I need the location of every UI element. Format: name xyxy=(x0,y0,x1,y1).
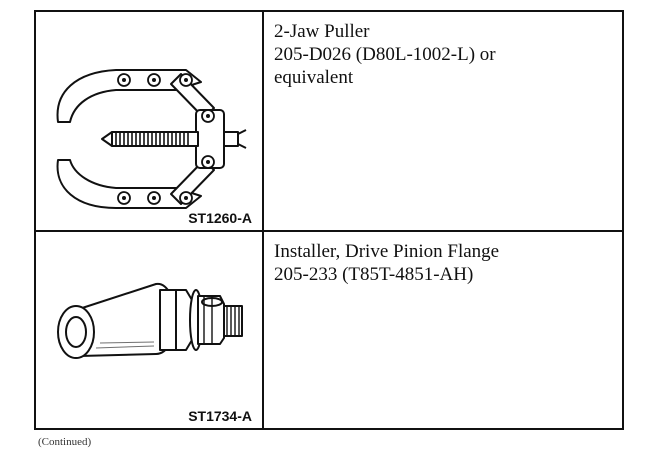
figure-code: ST1260-A xyxy=(188,210,252,226)
tool-note: equivalent xyxy=(274,67,354,88)
tool-description: Installer, Drive Pinion Flange 205-233 (… xyxy=(274,240,614,286)
pinion-flange-installer-icon xyxy=(57,282,243,359)
tool-part-number: 205-D026 (D80L-1002-L) or xyxy=(274,44,496,65)
tool-name: 2-Jaw Puller xyxy=(274,21,370,42)
two-jaw-puller-icon xyxy=(56,69,247,209)
tool-part-number: 205-233 (T85T-4851-AH) xyxy=(274,264,474,285)
tool-description: 2-Jaw Puller 205-D026 (D80L-1002-L) or e… xyxy=(274,20,614,89)
tool-image-cell: ST1734-A xyxy=(36,232,264,428)
continued-footnote: (Continued) xyxy=(38,436,92,448)
tool-image-cell: ST1260-A xyxy=(36,12,264,230)
tool-row-2-jaw-puller: ST1260-A 2-Jaw Puller 205-D026 (D80L-100… xyxy=(36,12,622,232)
figure-code: ST1734-A xyxy=(188,408,252,424)
tool-name: Installer, Drive Pinion Flange xyxy=(274,241,500,262)
special-tools-table: ST1260-A 2-Jaw Puller 205-D026 (D80L-100… xyxy=(34,10,624,430)
tool-row-pinion-flange-installer: ST1734-A Installer, Drive Pinion Flange … xyxy=(36,232,622,428)
